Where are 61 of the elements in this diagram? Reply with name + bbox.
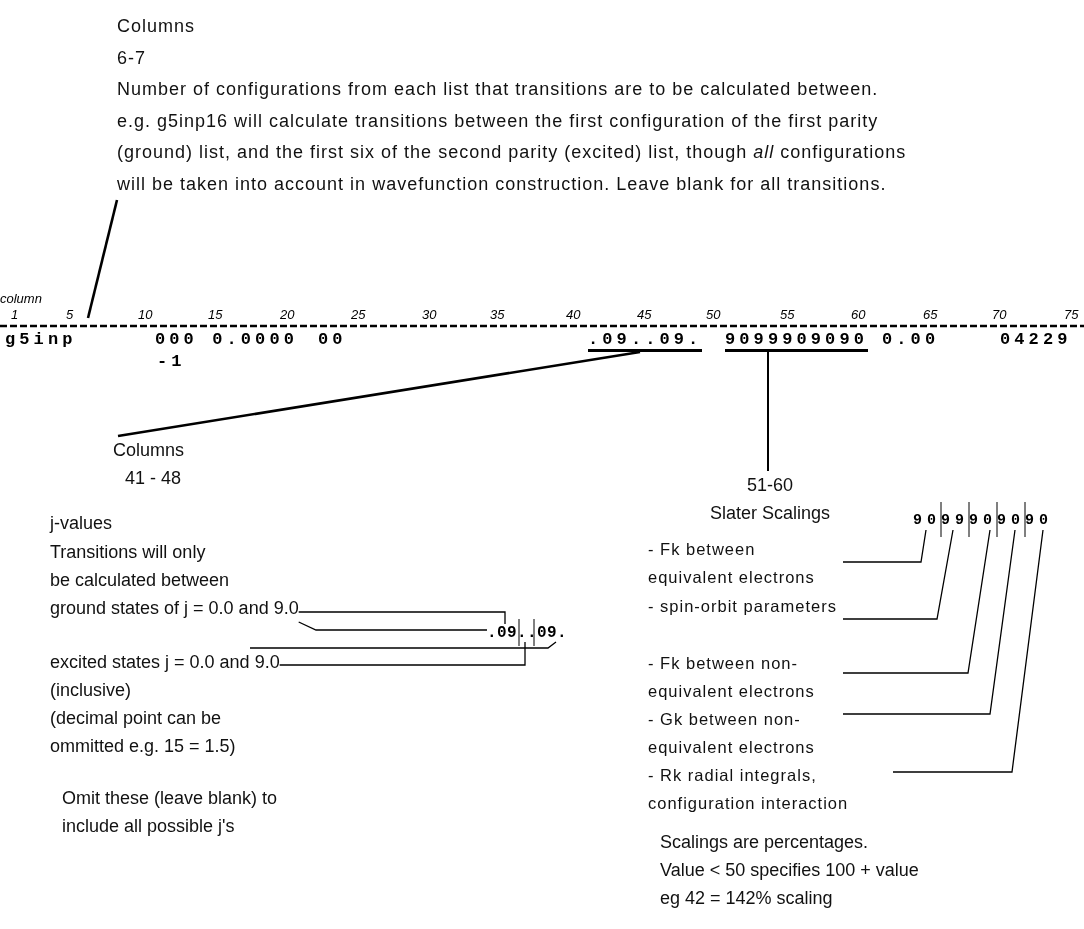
heading: j-values — [50, 512, 113, 535]
note: (inclusive) — [50, 679, 132, 702]
list-item: - Rk radial integrals, configuration interaction — [648, 761, 893, 817]
column-range: 51-60 — [745, 474, 794, 497]
column-number: 50 — [706, 307, 721, 322]
data-field: 000 0.0000 — [155, 331, 299, 349]
column-range: 41 - 48 — [124, 467, 183, 490]
leader-line — [842, 529, 927, 563]
leader-line — [842, 529, 991, 674]
column-number: 60 — [851, 307, 866, 322]
list-item: - Fk between non-equivalent electrons — [648, 649, 843, 705]
leader-line — [842, 529, 954, 620]
leader-line — [117, 350, 641, 438]
column-number: 55 — [780, 307, 795, 322]
magnified-field: 9099909090 — [913, 512, 1053, 530]
leader-line — [298, 611, 506, 625]
note: Value < 50 specifies 100 + value — [660, 859, 919, 882]
column-number: 35 — [490, 307, 505, 322]
column-number: 65 — [923, 307, 938, 322]
column-number: 75 — [1064, 307, 1079, 322]
column-number: 15 — [208, 307, 223, 322]
column-number: 1 — [11, 307, 19, 322]
data-field: 00 — [318, 331, 347, 349]
data-field: 9099909090 — [725, 331, 869, 352]
annotation-text: excited states j = 0.0 and 9.0 — [50, 648, 280, 676]
note: Omit these (leave blank) to include all possible j's — [62, 787, 279, 838]
column-number: 45 — [637, 307, 652, 322]
leader-line — [86, 199, 119, 319]
leader-line — [279, 641, 526, 666]
data-field: 0.00 — [882, 331, 940, 349]
heading: Slater Scalings — [708, 502, 832, 525]
list-item: - Fk between equivalent electrons — [648, 535, 843, 591]
data-field: -1 — [157, 353, 186, 371]
note: eg 42 = 142% scaling — [660, 887, 833, 910]
description: Number of configurations from each list that transitions are to be calculated between. — [117, 78, 880, 101]
data-field: .09..09. — [588, 331, 703, 352]
column-number: 70 — [992, 307, 1007, 322]
heading: Columns — [117, 15, 197, 38]
heading: Columns — [113, 439, 185, 462]
note: Scalings are percentages. — [660, 831, 869, 854]
leader-line — [892, 529, 1044, 773]
column-number: 30 — [422, 307, 437, 322]
annotation-text: ground states of j = 0.0 and 9.0 — [50, 594, 299, 622]
list-item: - spin-orbit parameters — [648, 592, 843, 620]
leader-line — [767, 351, 769, 472]
note: (decimal point can be ommitted e.g. 15 = 1.5) — [50, 707, 237, 758]
data-field: 04229 — [1000, 331, 1072, 349]
column-number: 5 — [66, 307, 74, 322]
list-item: - Gk between non-equivalent electrons — [648, 705, 843, 761]
axis-title: column — [0, 291, 42, 306]
data-field: g5inp — [5, 331, 77, 349]
column-number: 10 — [138, 307, 153, 322]
column-number: 25 — [351, 307, 366, 322]
example-note: e.g. g5inp16 will calculate transitions between the first configuration of the first parity (ground) list, and the first six of the second parity (excited) list, though all configurations will be taken into account in wavefunction construction. Leave blank for all transitions. — [117, 109, 908, 196]
column-number: 20 — [280, 307, 295, 322]
magnified-field: .09..09. — [487, 624, 567, 642]
column-number: 40 — [566, 307, 581, 322]
leader-line — [298, 621, 488, 631]
column-range: 6-7 — [117, 46, 147, 70]
leader-line — [249, 641, 557, 649]
leader-line — [842, 529, 1016, 715]
